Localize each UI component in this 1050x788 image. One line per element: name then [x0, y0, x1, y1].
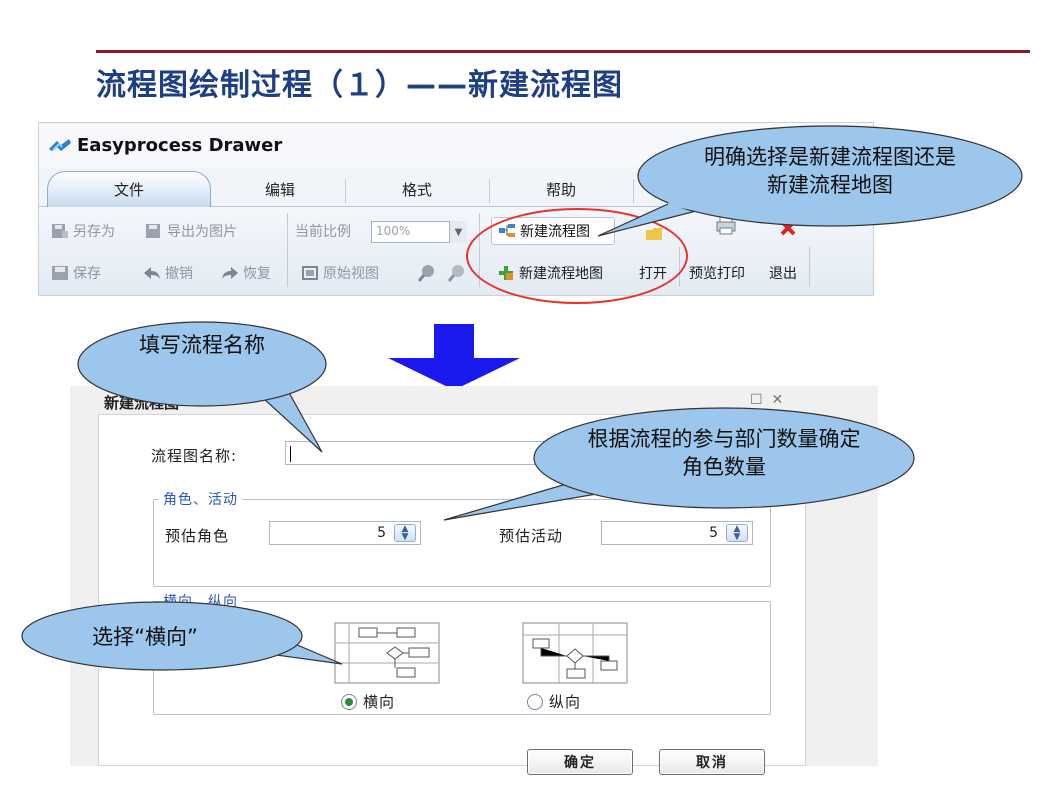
- original-view-icon: [302, 266, 318, 280]
- est-activities-stepper[interactable]: 5 ▲▼: [601, 521, 753, 545]
- maximize-icon[interactable]: ☐: [750, 392, 763, 408]
- redo-icon: [222, 267, 238, 279]
- orientation-group: [153, 601, 771, 715]
- exit-button[interactable]: 退出: [769, 266, 797, 282]
- tab-edit[interactable]: 编辑: [264, 180, 295, 199]
- flowchart-name-label: 流程图名称:: [151, 447, 238, 465]
- tab-help[interactable]: 帮助: [545, 180, 576, 199]
- callout-roles-hint-text: 根据流程的参与部门数量确定角色数量: [587, 427, 861, 479]
- app-logo-icon: [49, 139, 71, 151]
- ok-button[interactable]: 确定: [527, 749, 633, 775]
- zoom-out-icon[interactable]: [447, 263, 467, 283]
- dialog-window-controls: ☐ ✕: [750, 392, 783, 408]
- tab-divider: [345, 179, 346, 203]
- callout-fill-name-text: 填写流程名称: [139, 333, 265, 357]
- save-as-icon: [52, 224, 68, 238]
- radio-selected-icon: [341, 693, 357, 710]
- ribbon-divider: [287, 213, 288, 287]
- export-image-label: 导出为图片: [167, 224, 237, 240]
- stepper-arrows-icon[interactable]: ▲▼: [726, 524, 748, 542]
- export-image-button[interactable]: 导出为图片: [145, 221, 237, 241]
- chevron-down-icon[interactable]: ▼: [449, 221, 467, 243]
- redo-button[interactable]: 恢复: [221, 263, 271, 283]
- vertical-label: 纵向: [549, 693, 582, 711]
- slide-title: 流程图绘制过程（１）——新建流程图: [96, 68, 623, 103]
- app-title: Easyprocess Drawer: [77, 135, 283, 156]
- print-preview-button[interactable]: 预览打印: [689, 266, 745, 282]
- ribbon: 另存为 导出为图片 当前比例 100% ▼ 新建流程图 保存: [39, 207, 873, 295]
- save-label: 保存: [73, 266, 101, 282]
- zoom-in-icon[interactable]: [417, 263, 437, 283]
- close-icon[interactable]: ✕: [771, 392, 784, 408]
- dialog-title: 新建流程图: [104, 394, 180, 412]
- header-rule: [96, 50, 1030, 53]
- horizontal-layout-icon: [334, 622, 440, 684]
- original-view-label: 原始视图: [323, 266, 379, 282]
- close-icon: [780, 220, 796, 236]
- stepper-arrows-icon[interactable]: ▲▼: [394, 524, 416, 542]
- ribbon-divider: [809, 247, 810, 287]
- undo-button[interactable]: 撤销: [143, 263, 193, 283]
- down-arrow-icon: [388, 324, 520, 390]
- tab-format[interactable]: 格式: [401, 180, 432, 199]
- tab-divider: [489, 179, 490, 203]
- est-activities-value: 5: [709, 525, 718, 541]
- vertical-layout-icon: [522, 622, 628, 684]
- current-scale-label: 当前比例: [295, 224, 351, 240]
- save-as-button[interactable]: 另存为: [51, 221, 115, 241]
- horizontal-radio[interactable]: 横向: [341, 691, 395, 712]
- est-roles-value: 5: [377, 525, 386, 541]
- horizontal-label: 横向: [363, 693, 396, 711]
- callout-choose-horizontal-text: 选择“横向”: [92, 625, 198, 649]
- text-cursor: [290, 446, 291, 462]
- highlight-ellipse: [466, 208, 688, 304]
- vertical-radio[interactable]: 纵向: [527, 691, 581, 712]
- undo-icon: [144, 267, 160, 279]
- radio-unselected-icon: [527, 693, 543, 710]
- est-roles-stepper[interactable]: 5 ▲▼: [269, 521, 421, 545]
- original-view-button[interactable]: 原始视图: [301, 263, 379, 283]
- callout-new-type-text: 明确选择是新建流程图还是新建流程地图: [704, 145, 956, 197]
- est-activities-label: 预估活动: [499, 527, 564, 545]
- tab-divider: [633, 179, 634, 203]
- redo-label: 恢复: [243, 266, 271, 282]
- export-image-icon: [146, 224, 160, 238]
- orientation-legend: 横向、纵向: [159, 591, 242, 611]
- save-icon: [52, 266, 68, 280]
- tab-file[interactable]: 文件: [47, 171, 211, 207]
- undo-label: 撤销: [165, 266, 193, 282]
- est-roles-label: 预估角色: [165, 527, 230, 545]
- save-as-label: 另存为: [73, 224, 115, 240]
- printer-icon: [716, 215, 736, 235]
- save-button[interactable]: 保存: [51, 263, 101, 283]
- cancel-button[interactable]: 取消: [659, 749, 765, 775]
- roles-activities-legend: 角色、活动: [159, 489, 242, 509]
